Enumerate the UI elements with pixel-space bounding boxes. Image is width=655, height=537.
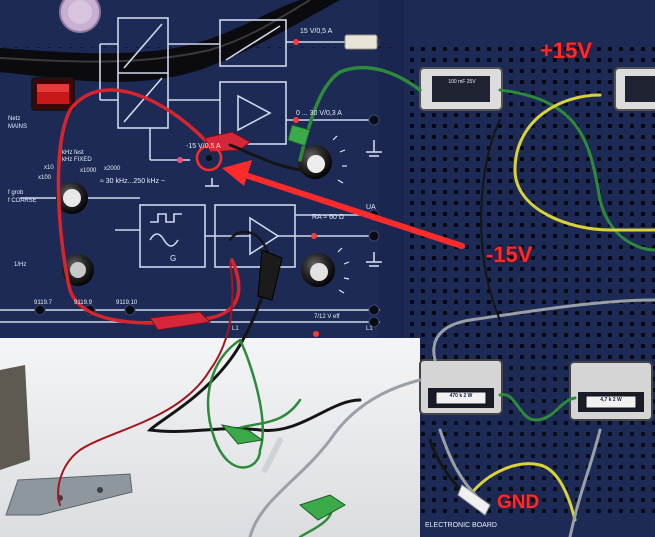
khz-fest-label: kHz fest xyxy=(62,150,84,156)
probe-tip xyxy=(457,484,491,516)
capacitor-top-1 xyxy=(419,67,503,111)
fcoarse-label: f COARSE xyxy=(8,198,37,204)
annotation-arrow xyxy=(222,160,465,249)
wire-black xyxy=(228,143,302,172)
rail-15v-label: 15 V/0,5 A xyxy=(300,28,333,35)
resistor-1 xyxy=(419,359,503,415)
x1000-label: x1000 xyxy=(80,168,97,174)
resistor-2 xyxy=(569,361,653,421)
metal-bracket xyxy=(5,473,133,516)
wire-green xyxy=(298,66,422,162)
l1-label-right: L1 xyxy=(366,326,373,332)
board-label: ELECTRONIC BOARD xyxy=(425,522,497,529)
rail-adj-label: 0 ... 30 V/0,3 A xyxy=(296,110,342,117)
resistor-1-label: 470 k 2 W xyxy=(449,393,473,399)
range-label: ≈ 30 kHz...250 kHz ~ xyxy=(100,178,166,185)
knob-amplitude xyxy=(301,253,335,287)
knob-coarse xyxy=(56,182,88,214)
knob-freq xyxy=(62,254,94,286)
clip-black xyxy=(257,249,283,301)
label-minus15: -15V xyxy=(486,242,533,267)
mains-label: Netz xyxy=(8,116,21,122)
l1-label-left: L1 xyxy=(232,326,239,332)
x100-label: x100 xyxy=(38,175,52,181)
annotation-circle xyxy=(195,144,223,172)
khz-fixed-label: kHz FIXED xyxy=(62,157,92,163)
id-2-label: 9119.9 xyxy=(74,300,92,306)
label-plus15: +15V xyxy=(540,38,592,63)
x2000-label: x2000 xyxy=(104,166,121,172)
mains-label-en: MAINS xyxy=(8,124,28,130)
capacitor-top-2 xyxy=(614,67,655,111)
schematic-lines xyxy=(0,17,380,323)
capacitor-label: 100 mF 25V xyxy=(448,79,476,85)
wire-red xyxy=(56,88,241,325)
ra-label: RA ≈ 60 Ω xyxy=(312,214,345,221)
wires xyxy=(56,66,655,537)
x10-label: x10 xyxy=(44,165,54,171)
fuse-holder xyxy=(344,34,378,50)
generator-label: G xyxy=(170,254,177,263)
id-3-label: 9119.10 xyxy=(116,300,138,306)
wire-grey xyxy=(432,298,655,362)
clip-green xyxy=(220,424,264,445)
hz-label: 1/Hz xyxy=(14,262,27,268)
id-1-label: 9119.7 xyxy=(34,300,52,306)
fgrob-label: f grob xyxy=(8,190,24,196)
resistor-2-label: 4,7 k 2 W xyxy=(600,397,622,403)
indicator-leds xyxy=(177,39,319,337)
knob-voltage xyxy=(298,145,332,179)
ua-label: UA xyxy=(366,204,376,211)
wire-yellow xyxy=(513,93,655,232)
ground-symbols xyxy=(205,140,382,267)
label-gnd: GND xyxy=(497,492,540,513)
rail-neg-label: -15 V/0,5 A xyxy=(186,143,221,150)
veff-label: 7/12 V eff xyxy=(314,314,340,320)
